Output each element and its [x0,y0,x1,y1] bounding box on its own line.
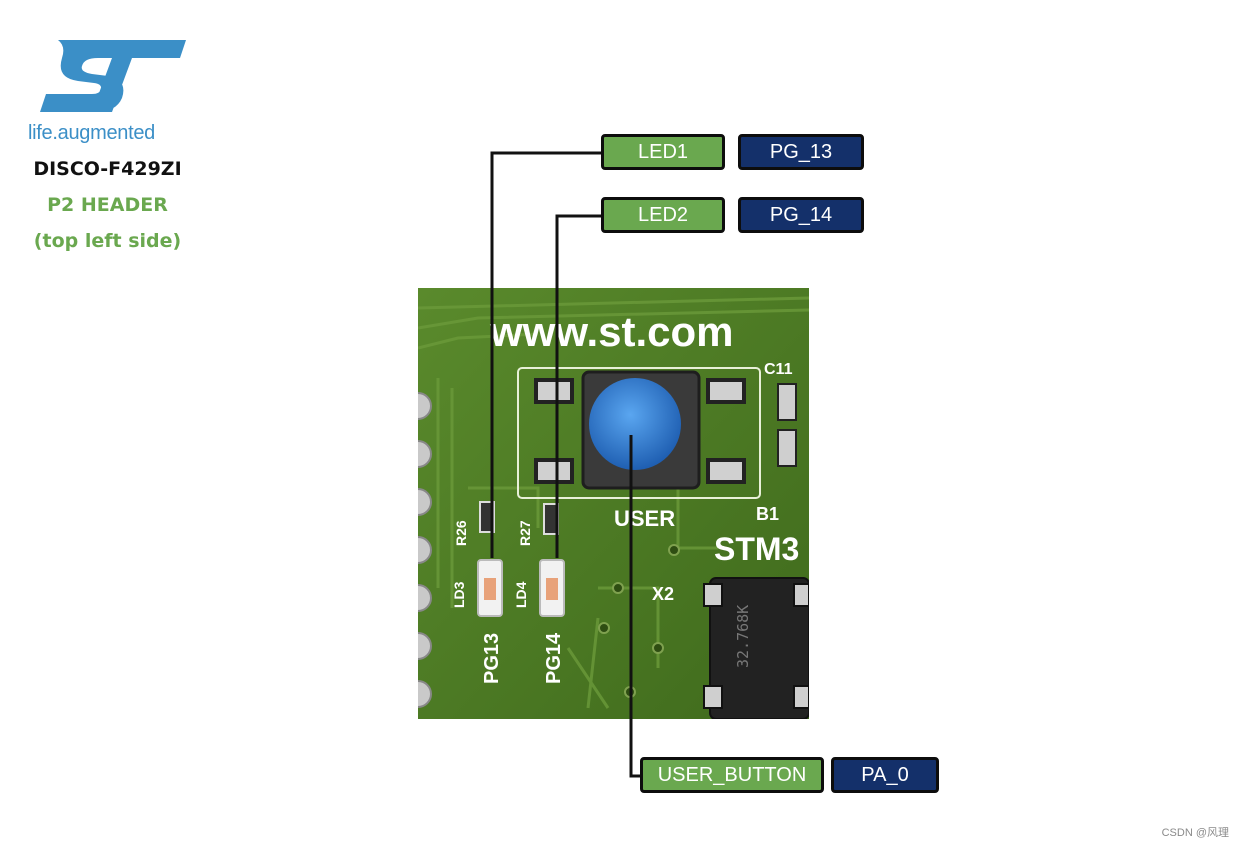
logo-block: life.augmented DISCO-F429ZI P2 HEADER (t… [0,0,215,270]
silk-stm: STM3 [714,531,799,567]
label-pg14: PG_14 [738,197,864,233]
resistor-r26 [479,501,495,533]
board-photo: www.st.com USER B1 STM3 X2 C11 32.768K R… [418,288,809,719]
board-title: DISCO-F429ZI [33,158,182,180]
label-led1: LED1 [601,134,725,170]
silk-c11: C11 [764,361,793,378]
silk-r27: R27 [517,520,533,546]
silk-x2: X2 [652,584,674,604]
label-user-button: USER_BUTTON [640,757,824,793]
silk-b1: B1 [756,504,779,524]
silk-ld4: LD4 [513,581,529,608]
resistor-r27 [543,503,559,535]
label-pa0: PA_0 [831,757,939,793]
brand-tagline: life.augmented [28,122,155,145]
silk-crystal: 32.768K [734,605,752,668]
header-subtitle: (top left side) [33,230,182,252]
label-led2: LED2 [601,197,725,233]
st-logo-icon [40,40,186,112]
user-button-cap [589,378,681,470]
tagline-text: life.augmented [28,122,156,144]
silk-ld3: LD3 [451,581,467,608]
silk-r26: R26 [453,520,469,546]
crystal-x2 [709,577,809,719]
silk-pg14: PG14 [543,632,565,684]
header-title: P2 HEADER [47,194,168,216]
label-pg13: PG_13 [738,134,864,170]
watermark: CSDN @风理 [1161,827,1229,839]
silk-website: www.st.com [489,308,734,355]
silk-pg13: PG13 [481,633,503,684]
silk-user: USER [614,506,675,531]
header-pins [418,392,432,708]
